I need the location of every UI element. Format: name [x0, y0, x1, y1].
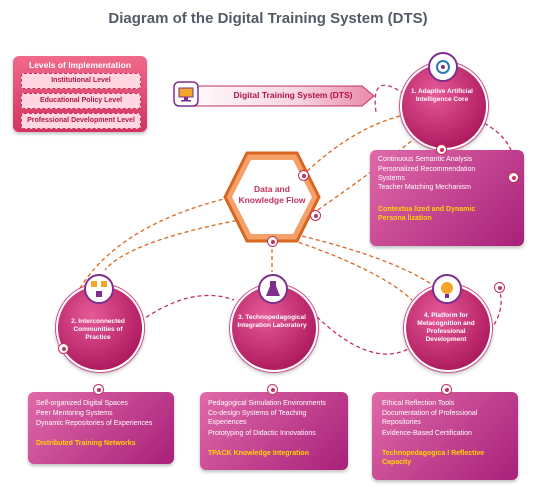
level-institutional: Institutional Level [21, 73, 141, 89]
ai-gear-icon [428, 52, 458, 82]
node-metacognition-platform-label: 4. Platform for Metacognition and Profes… [417, 312, 475, 343]
info-box-ai-core [370, 150, 524, 246]
levels-title: Levels of Implementation [28, 60, 132, 70]
connector-hub-node2-b [63, 195, 237, 326]
box3-item-3: Prototyping of Didactic Innovations [208, 430, 316, 437]
network-icon [84, 274, 114, 304]
level-professional-development: Professional Development Level [21, 113, 141, 129]
box2-item-1: Self-organized Digital Spaces [36, 400, 128, 407]
connector-hub-node4-b [291, 239, 413, 301]
lab-flask-icon [258, 274, 288, 304]
box4-item-2: Documentation of Professional Repositori… [382, 410, 478, 426]
hub-label-line2: Knowledge Flow [238, 195, 306, 205]
hub-hexagon [223, 151, 321, 243]
marker-node1-bottom [436, 144, 447, 155]
box3-item-1: Pedagogical Simulation Environments [208, 400, 326, 407]
box2-item-2: Peer Mentoring Systems [36, 410, 113, 417]
box4-item-3: Evidence-Based Certification [382, 430, 472, 437]
dts-label: Digital Training System (DTS) [233, 90, 353, 100]
connector-hub-node2 [104, 217, 251, 271]
info-box-technopedagogical-lab [200, 392, 348, 470]
box3-highlight: TPACK Knowledge Integration [208, 450, 309, 457]
box1-item-1: Continuous Semantic Analysis [378, 156, 473, 163]
monitor-icon [173, 81, 199, 107]
connector-node3-node4 [311, 311, 411, 355]
marker-node1-right [508, 172, 519, 183]
box4-item-1: Ethical Reflection Tools [382, 400, 455, 407]
node-technopedagogical-lab-label: 3. Technopedagogical Integration Laborat… [237, 314, 307, 329]
box1-item-3: Teacher Matching Mechanism [378, 184, 471, 191]
box4-highlight: Technopedagogica l Reflective Capacity [382, 450, 485, 466]
head-brain-icon [432, 274, 462, 304]
marker-hub-top-right [298, 170, 309, 181]
levels-panel: Levels of Implementation Institutional L… [13, 56, 147, 132]
box1-item-2: Personalized Recommendation Systems [378, 166, 476, 182]
marker-node2-left [58, 343, 69, 354]
connector-hub-node4 [301, 235, 441, 291]
node-ai-core-label: 1. Adaptive Artificial Intelligence Core [410, 88, 473, 103]
diagram-title: Diagram of the Digital Training System (… [108, 10, 428, 27]
node-communities-label: 2. Interconnected Communities of Practic… [71, 318, 125, 341]
box3-item-2: Co-design Systems of Teaching Experience… [208, 410, 307, 426]
info-box-communities [28, 392, 174, 464]
info-box-metacognition [372, 392, 518, 480]
marker-node3-bottom [267, 384, 278, 395]
marker-hub-bottom [267, 236, 278, 247]
level-educational-policy: Educational Policy Level [21, 93, 141, 109]
marker-node4-right [494, 282, 505, 293]
box2-highlight: Distributed Training Networks [36, 440, 136, 447]
marker-node2-bottom [93, 384, 104, 395]
box1-highlight: Contextua lized and Dynamic Persona liza… [378, 206, 476, 222]
marker-node4-bottom [441, 384, 452, 395]
marker-hub-right [310, 210, 321, 221]
hub-label-line1: Data and [254, 184, 290, 194]
connector-node1-box1 [477, 119, 516, 179]
box2-item-3: Dynamic Repositories of Experiences [36, 420, 153, 427]
